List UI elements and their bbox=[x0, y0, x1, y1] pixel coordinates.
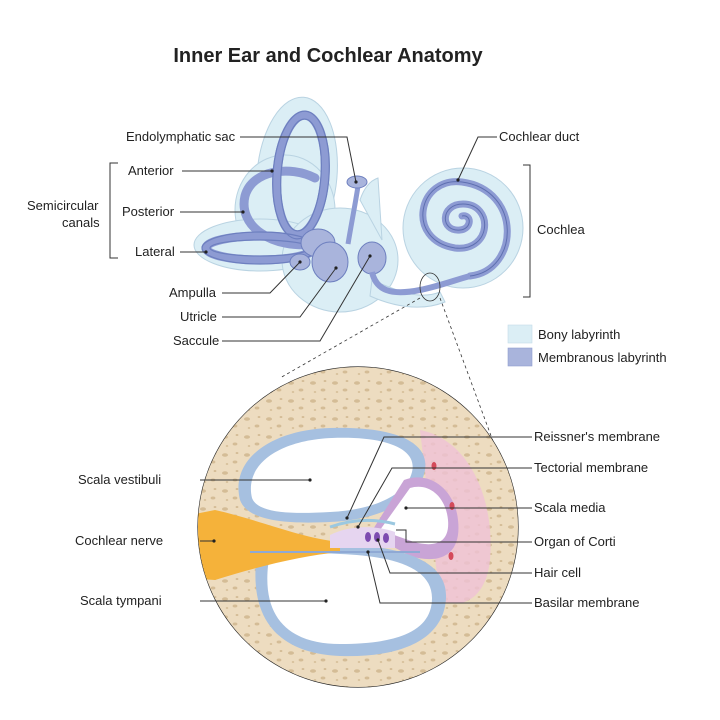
label-posterior: Posterior bbox=[122, 204, 175, 219]
label-ampulla: Ampulla bbox=[169, 285, 217, 300]
dot-cochlear-nerve bbox=[212, 539, 216, 543]
label-scala-vestibuli: Scala vestibuli bbox=[78, 472, 161, 487]
label-organ-of-corti: Organ of Corti bbox=[534, 534, 616, 549]
leader-organ-of-corti bbox=[396, 529, 532, 543]
dot-scala-media bbox=[404, 506, 408, 510]
dot-reissners-membrane bbox=[345, 516, 349, 520]
leader-basilar-membrane bbox=[367, 551, 532, 604]
dot-lateral bbox=[204, 250, 208, 254]
cochlear-nerve bbox=[198, 510, 340, 580]
leader-ampulla bbox=[222, 261, 301, 294]
label-basilar-membrane: Basilar membrane bbox=[534, 595, 640, 610]
membranous-labyrinth bbox=[201, 110, 330, 265]
leader-utricle bbox=[222, 267, 337, 318]
leader-reissners-membrane bbox=[346, 436, 532, 519]
zoom-marker bbox=[419, 272, 441, 302]
label-reissners-membrane: Reissner's membrane bbox=[534, 429, 660, 444]
label-lateral: Lateral bbox=[135, 244, 175, 259]
cochlea-bracket bbox=[523, 164, 531, 298]
label-hair-cell: Hair cell bbox=[534, 565, 581, 580]
scala-tympani bbox=[267, 553, 432, 644]
label-endolymphatic-sac: Endolymphatic sac bbox=[126, 129, 236, 144]
legend-label-bony: Bony labyrinth bbox=[538, 327, 620, 342]
dot-anterior bbox=[270, 169, 274, 173]
legend: Bony labyrinth Membranous labyrinth bbox=[507, 324, 667, 367]
dot-hair-cell bbox=[376, 538, 380, 542]
inner-ear-illustration bbox=[193, 96, 524, 313]
label-utricle: Utricle bbox=[180, 309, 217, 324]
label-saccule: Saccule bbox=[173, 333, 219, 348]
dot-scala-vestibuli bbox=[308, 478, 312, 482]
leader-endolymphatic-sac bbox=[240, 136, 357, 183]
label-scala-tympani: Scala tympani bbox=[80, 593, 162, 608]
leader-hair-cell bbox=[377, 539, 532, 574]
label-cochlea: Cochlea bbox=[537, 222, 585, 237]
hair-cells bbox=[365, 532, 389, 543]
scala-vestibuli bbox=[250, 437, 413, 513]
dot-scala-tympani bbox=[324, 599, 328, 603]
label-scala-media: Scala media bbox=[534, 500, 606, 515]
dot-endolymphatic-sac bbox=[354, 180, 358, 184]
diagram-title: Inner Ear and Cochlear Anatomy bbox=[173, 45, 483, 67]
label-semicircular: Semicircular bbox=[27, 198, 99, 213]
label-cochlear-nerve: Cochlear nerve bbox=[75, 533, 163, 548]
dot-utricle bbox=[334, 266, 338, 270]
semicircular-bracket bbox=[109, 162, 118, 259]
legend-swatch-bony bbox=[507, 324, 533, 344]
label-canals: canals bbox=[62, 215, 100, 230]
leader-cochlear-duct bbox=[457, 136, 497, 181]
cochlea-spiral bbox=[419, 178, 511, 280]
leader-saccule bbox=[222, 255, 371, 342]
dot-posterior bbox=[241, 210, 245, 214]
label-cochlear-duct: Cochlear duct bbox=[499, 129, 580, 144]
dot-basilar-membrane bbox=[366, 550, 370, 554]
legend-swatch-membranous bbox=[507, 347, 533, 367]
dot-saccule bbox=[368, 254, 372, 258]
zoom-line-left bbox=[279, 297, 421, 379]
label-anterior: Anterior bbox=[128, 163, 174, 178]
dot-tectorial-membrane bbox=[356, 525, 360, 529]
cochlea-cross-section bbox=[197, 366, 519, 688]
dot-cochlear-duct bbox=[456, 178, 460, 182]
legend-label-membranous: Membranous labyrinth bbox=[538, 350, 667, 365]
dot-ampulla bbox=[298, 260, 302, 264]
leader-tectorial-membrane bbox=[357, 467, 532, 528]
label-tectorial-membrane: Tectorial membrane bbox=[534, 460, 648, 475]
